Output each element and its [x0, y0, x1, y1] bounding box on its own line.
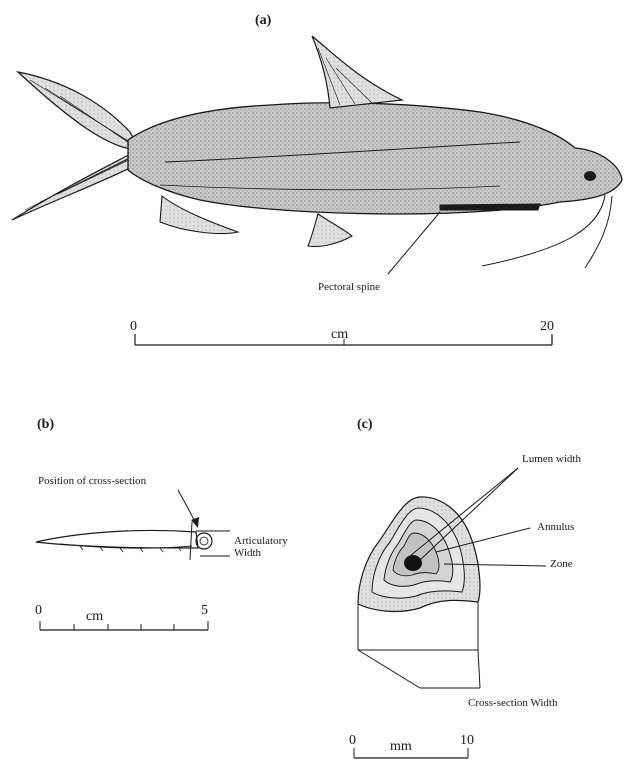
cross-section-arrow	[178, 490, 196, 524]
scale-bar-b: 0 cm 5	[35, 603, 208, 630]
panel-c-label: (c)	[357, 417, 373, 432]
scale-a-start: 0	[130, 319, 137, 334]
lumen	[404, 555, 422, 571]
width-label: Width	[234, 547, 262, 559]
zone-label: Zone	[550, 558, 573, 570]
scale-c-end: 10	[460, 733, 474, 748]
scale-a-unit: cm	[331, 327, 348, 342]
scale-b-unit: cm	[86, 609, 103, 624]
cross-section-width-label: Cross-section Width	[468, 697, 558, 709]
articulatory-head	[196, 533, 212, 549]
barbel-lower	[585, 196, 612, 268]
catfish-illustration	[12, 36, 622, 268]
lumen-width-label: Lumen width	[522, 453, 581, 465]
isolated-spine	[36, 530, 198, 548]
articulatory-hole	[200, 537, 208, 545]
pectoral-spine	[440, 204, 540, 210]
scale-bar-a: 0 cm 20	[130, 319, 554, 345]
scale-b-end: 5	[201, 603, 208, 618]
panel-c: (c) Lumen width Annulus Zone Cr	[349, 417, 581, 758]
scale-bar-c: 0 mm 10	[349, 733, 474, 758]
scale-b-start: 0	[35, 603, 42, 618]
scale-c-unit: mm	[390, 739, 412, 754]
dorsal-fin	[312, 36, 402, 108]
cross-section-width-bracket	[358, 602, 480, 688]
annulus-label: Annulus	[537, 521, 574, 533]
pectoral-spine-label: Pectoral spine	[318, 281, 380, 293]
fish-body	[128, 103, 622, 214]
panel-b-label: (b)	[37, 417, 54, 432]
anal-fin	[308, 214, 352, 247]
cross-section-position-label: Position of cross-section	[38, 475, 147, 487]
panel-b: (b) Position of cross-section Articulato…	[35, 417, 288, 630]
articulatory-label: Articulatory	[234, 535, 288, 547]
panel-a: (a)	[12, 13, 622, 345]
scale-a-end: 20	[540, 319, 554, 334]
pectoral-spine-leader	[388, 212, 440, 274]
fish-eye	[584, 171, 596, 181]
panel-a-label: (a)	[255, 13, 272, 28]
scale-c-start: 0	[349, 733, 356, 748]
